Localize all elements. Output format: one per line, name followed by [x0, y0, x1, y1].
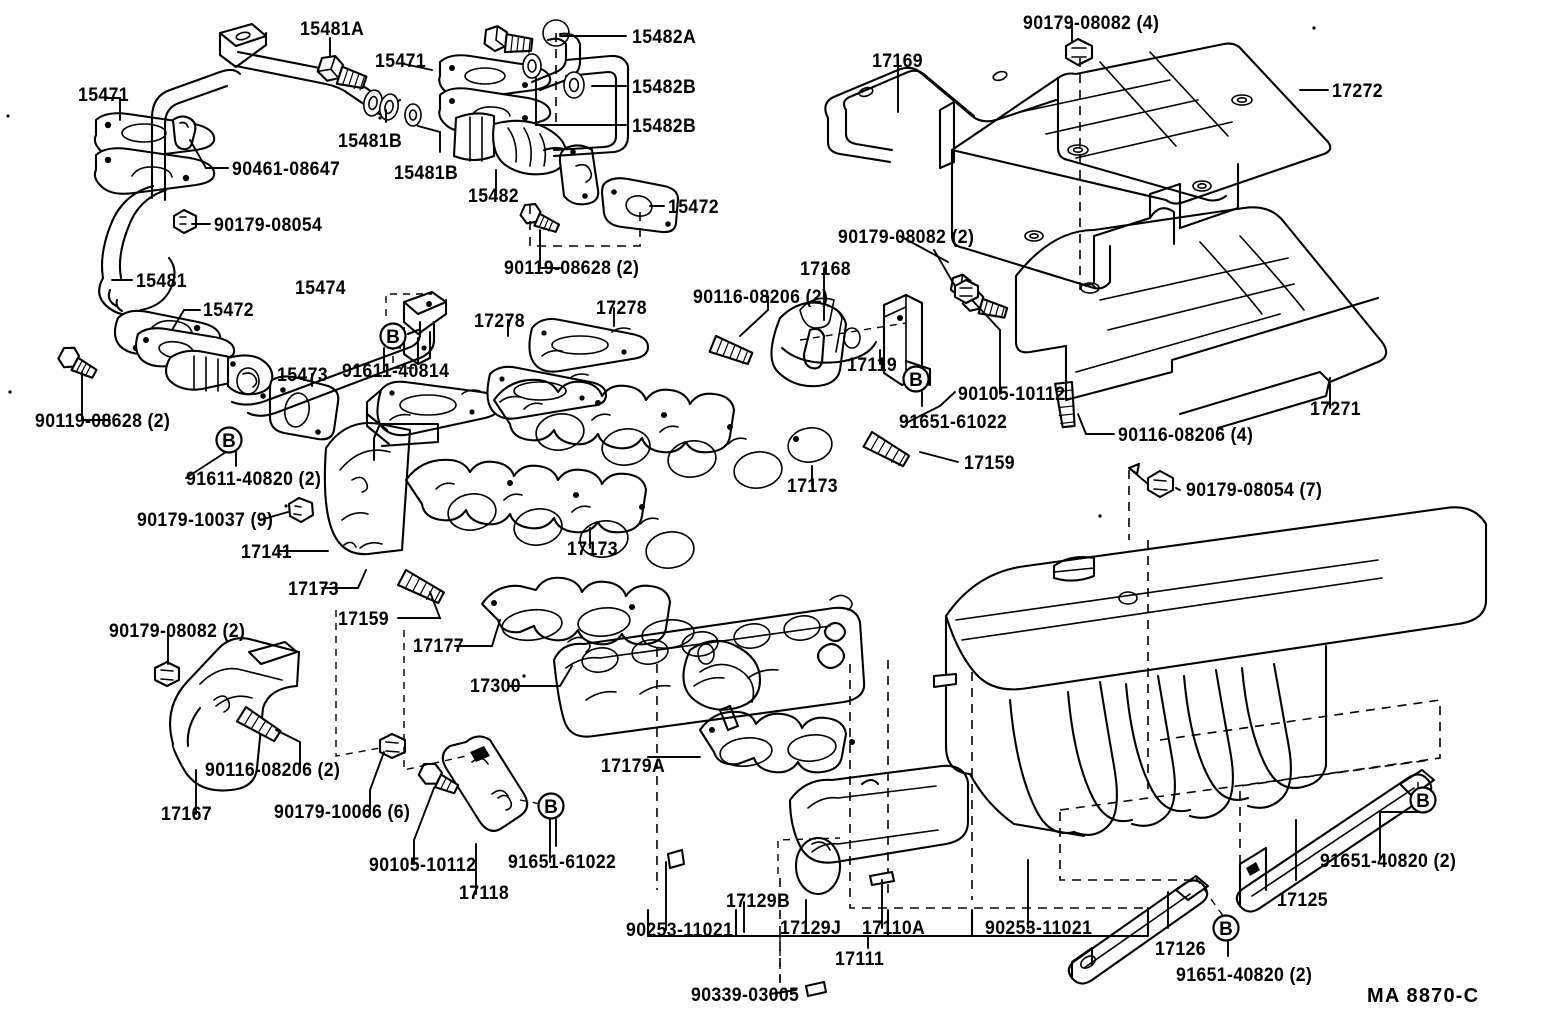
- part-label-17173-right: 17173: [787, 476, 839, 497]
- part-label-17126: 17126: [1155, 939, 1207, 960]
- group-intake-manifold: [480, 506, 1488, 998]
- part-label-17300: 17300: [470, 676, 522, 697]
- part-label-90116-08206-2-low: 90116-08206 (2): [205, 760, 341, 781]
- part-label-91611-40820-2: 91611-40820 (2): [186, 469, 322, 490]
- part-label-15482b-1: 15482B: [632, 77, 697, 98]
- group-egr-valve-pipe: [438, 19, 680, 247]
- group-shield-17167: [153, 637, 407, 792]
- part-label-17167: 17167: [161, 804, 213, 825]
- part-label-17272: 17272: [1332, 81, 1384, 102]
- group-heat-shield-upper: [824, 37, 1332, 305]
- part-label-90253-11021-right: 90253-11021: [985, 918, 1093, 939]
- group-pipe-15474: [230, 290, 448, 417]
- badge-b-91651-40820-right: B: [1408, 785, 1438, 815]
- part-label-90179-10066-6: 90179-10066 (6): [274, 802, 411, 823]
- part-label-15472-top: 15472: [668, 197, 720, 218]
- part-label-15472-left: 15472: [203, 300, 255, 321]
- part-label-17118: 17118: [459, 883, 510, 904]
- part-label-17179a: 17179A: [601, 756, 666, 777]
- part-label-17110a: 17110A: [862, 918, 926, 939]
- part-label-15482: 15482: [468, 186, 520, 207]
- part-label-15473: 15473: [277, 365, 329, 386]
- part-label-17169: 17169: [872, 51, 924, 72]
- part-label-17177: 17177: [413, 636, 465, 657]
- badge-b-91651-61022-top: B: [901, 364, 931, 394]
- part-label-17141: 17141: [241, 542, 293, 563]
- callout-badge-letter: B: [544, 797, 558, 818]
- part-label-17129b: 17129B: [726, 891, 791, 912]
- part-label-17278-left: 17278: [474, 311, 526, 332]
- part-label-17159-right: 17159: [964, 453, 1016, 474]
- group-exhaust-gaskets-17173: [323, 378, 833, 569]
- part-label-90179-08054-7: 90179-08054 (7): [1186, 480, 1323, 501]
- part-label-15471-left: 15471: [78, 85, 130, 106]
- part-label-91611-40814: 91611-40814: [342, 361, 450, 382]
- part-label-90179-08054: 90179-08054: [214, 215, 323, 236]
- sheet-code: MA 8870-C: [1367, 985, 1480, 1007]
- part-label-90105-10112-top: 90105-10112: [958, 384, 1066, 405]
- part-label-90116-08206-4: 90116-08206 (4): [1118, 425, 1254, 446]
- group-heat-shield-17271: [1014, 206, 1388, 540]
- part-label-15481b-2: 15481B: [394, 163, 459, 184]
- group-studs-17159: [396, 380, 1076, 605]
- part-label-90179-08082-2-low: 90179-08082 (2): [109, 621, 246, 642]
- part-label-90179-10037-9: 90179-10037 (9): [137, 510, 274, 531]
- group-vacuum-tank-17168: [708, 273, 1009, 388]
- group-egr-pipe-left: [57, 22, 422, 524]
- part-label-91651-40820-2-right: 91651-40820 (2): [1320, 851, 1457, 872]
- part-label-17271: 17271: [1310, 399, 1362, 420]
- callout-badge-letter: B: [1219, 919, 1233, 940]
- group-gaskets-17278: [365, 317, 650, 446]
- part-label-90119-08628-2-left: 90119-08628 (2): [35, 411, 171, 432]
- part-label-90105-10112-low: 90105-10112: [369, 855, 477, 876]
- part-label-90116-08206-2-top: 90116-08206 (2): [693, 287, 829, 308]
- part-label-91651-61022-top: 91651-61022: [899, 412, 1008, 433]
- part-label-90253-11021-left: 90253-11021: [626, 920, 734, 941]
- part-label-90461-08647: 90461-08647: [232, 159, 341, 180]
- callout-badge-letter: B: [222, 431, 236, 452]
- callout-badge-letter: B: [909, 370, 923, 391]
- part-label-15481: 15481: [136, 271, 188, 292]
- part-label-91651-61022-low: 91651-61022: [508, 852, 617, 873]
- part-label-90179-08082-2: 90179-08082 (2): [838, 227, 975, 248]
- part-label-15471-top: 15471: [375, 51, 427, 72]
- part-label-91651-40820-2-low: 91651-40820 (2): [1176, 965, 1313, 986]
- callout-badge-letter: B: [386, 327, 400, 348]
- part-label-90339-03005: 90339-03005: [691, 985, 800, 1006]
- part-label-17159-left: 17159: [338, 609, 390, 630]
- part-label-15481b-1: 15481B: [338, 131, 403, 152]
- group-bracket-17118: [335, 610, 552, 832]
- part-label-15482b-2: 15482B: [632, 116, 697, 137]
- part-label-17173-left: 17173: [288, 579, 340, 600]
- part-label-17125: 17125: [1277, 890, 1329, 911]
- part-label-17111: 17111: [835, 949, 885, 970]
- part-label-17119: 17119: [847, 355, 898, 376]
- group-leader-lines: [81, 23, 1425, 995]
- part-label-15482a: 15482A: [632, 27, 697, 48]
- badge-b-91611-40820: B: [214, 425, 244, 455]
- part-label-90179-08082-4: 90179-08082 (4): [1023, 13, 1160, 34]
- part-label-17173-mid: 17173: [567, 539, 619, 560]
- part-label-17129j: 17129J: [780, 918, 842, 939]
- badge-b-91651-40820-low: B: [1211, 913, 1241, 943]
- part-label-15481a: 15481A: [300, 19, 365, 40]
- group-stays: [1059, 759, 1436, 985]
- part-label-17278-mid: 17278: [596, 298, 648, 319]
- badge-b-91651-61022-low: B: [536, 791, 566, 821]
- part-label-15474: 15474: [295, 278, 347, 299]
- part-label-17168: 17168: [800, 259, 852, 280]
- part-label-90119-08628-2-top: 90119-08628 (2): [504, 258, 640, 279]
- callout-badge-letter: B: [1416, 791, 1430, 812]
- badge-b-91611-40814: B: [378, 321, 408, 351]
